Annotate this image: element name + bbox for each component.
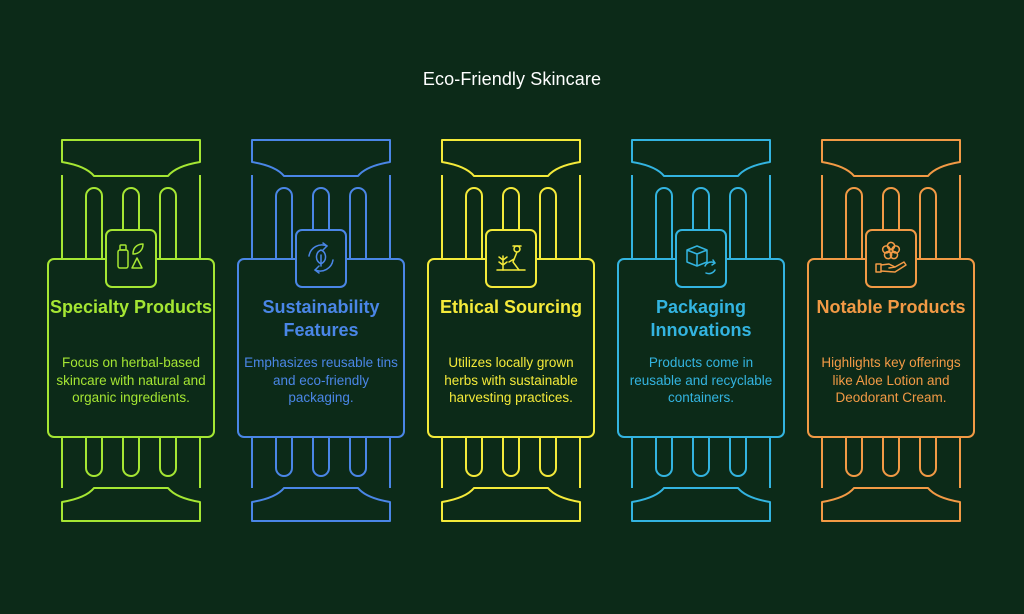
pillar-packaging-innovations [617,139,785,522]
farmer-body [508,245,522,271]
hand-shape [875,261,907,273]
pillar-base [441,487,581,522]
pillar-text-2: Ethical Sourcing Utilizes locally grown … [428,296,594,407]
pillar-heading: Ethical Sourcing [439,297,583,317]
pillar-heading: Specialty Products [49,297,213,317]
pillar-capital [61,139,201,177]
arrow-head [322,242,328,251]
pillar-text-3: Packaging Innovations Products come in r… [618,296,784,407]
pillar-sustainability-features [237,139,405,522]
leaf-shape [315,249,327,267]
pillar-base [251,487,391,522]
farmer-harvest-icon [496,245,526,271]
pillar-heading: Notable Products [816,297,966,317]
pillar-text-1: Sustainability Features Emphasizes reusa… [238,296,404,407]
flower-hand-icon [875,241,907,273]
pillar-base [61,487,201,522]
pillar-description: Utilizes locally grown herbs with sustai… [444,355,578,405]
pillar-capital [631,139,771,177]
icon-badge [865,229,917,288]
pillar-ethical-sourcing [427,139,595,522]
pillar-description: Products come in reusable and recyclable… [629,355,773,405]
petal-shape [889,250,899,260]
arrow-head [711,259,716,266]
pillar-text-0: Specialty Products Focus on herbal-based… [48,296,214,407]
jar-shape [131,257,143,269]
box-shape [686,245,708,267]
page-title: Eco-Friendly Skincare [422,69,602,89]
pillar-description: Emphasizes reusable tins and eco-friendl… [244,355,398,405]
leaf-shape [132,243,144,255]
pillar-description: Focus on herbal-based skincare with natu… [56,355,206,405]
pillar-capital [251,139,391,177]
plant-shape [498,255,508,271]
bottle-cap-shape [119,244,127,251]
pillar-base [821,487,961,522]
pillar-heading: Sustainability Features [262,297,380,340]
petal-shape [883,250,893,260]
pillar-description: Highlights key offerings like Aloe Lotio… [821,355,961,405]
pillar-capital [441,139,581,177]
pillar-notable-products [807,139,975,522]
icon-badge [485,229,537,288]
herbal-products-icon [117,243,144,269]
flower-center [888,248,894,254]
box-recycle-icon [686,245,716,275]
pillar-text-4: Notable Products Highlights key offering… [808,296,974,407]
arrow-head [314,265,320,274]
recycle-leaf-icon [308,242,334,274]
pillar-capital [821,139,961,177]
pillar-base [631,487,771,522]
icon-badge [675,229,727,288]
icon-badge [105,229,157,288]
pillar-specialty-products [47,139,215,522]
pillar-heading: Packaging Innovations [650,297,752,340]
